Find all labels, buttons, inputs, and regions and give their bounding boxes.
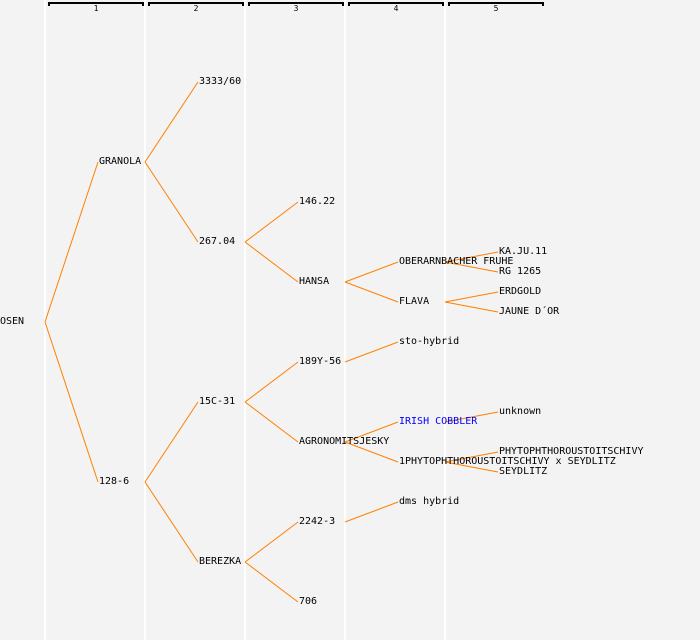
pedigree-link bbox=[144, 481, 199, 563]
pedigree-link bbox=[144, 401, 199, 483]
column-bg-3 bbox=[246, 0, 344, 640]
pedigree-link bbox=[244, 401, 299, 443]
generation-number: 1 bbox=[93, 4, 99, 13]
pedigree-node: 3333/60 bbox=[199, 76, 242, 87]
pedigree-link bbox=[344, 441, 399, 463]
pedigree-link bbox=[44, 161, 99, 323]
generation-number: 4 bbox=[393, 4, 399, 13]
pedigree-node: PHYTOPHTHOROUSTOITSCHIVY bbox=[499, 446, 644, 457]
pedigree-node: 128-6 bbox=[99, 476, 130, 487]
pedigree-node: sto-hybrid bbox=[399, 336, 460, 347]
pedigree-link bbox=[244, 241, 299, 283]
pedigree-link bbox=[444, 251, 499, 263]
pedigree-node: 146.22 bbox=[299, 196, 336, 207]
pedigree-node: JAUNE D´OR bbox=[499, 306, 560, 317]
pedigree-node: GRANOLA bbox=[99, 156, 142, 167]
pedigree-node: 15C-31 bbox=[199, 396, 236, 407]
column-bg-4 bbox=[346, 0, 444, 640]
pedigree-link bbox=[344, 261, 399, 283]
pedigree-link bbox=[344, 341, 399, 363]
pedigree-link bbox=[344, 281, 399, 303]
pedigree-node-link[interactable]: IRISH COBBLER bbox=[399, 416, 478, 427]
pedigree-node: ERDGOLD bbox=[499, 286, 542, 297]
pedigree-link bbox=[244, 561, 299, 603]
pedigree-link bbox=[44, 321, 99, 483]
pedigree-link bbox=[344, 421, 399, 443]
pedigree-node: 267.04 bbox=[199, 236, 236, 247]
generation-number: 2 bbox=[193, 4, 199, 13]
pedigree-link bbox=[444, 461, 499, 473]
generation-header: 3 bbox=[248, 2, 344, 13]
pedigree-link bbox=[244, 201, 299, 243]
pedigree-node: OBERARNBACHER FRUHE bbox=[399, 256, 514, 267]
pedigree-link bbox=[344, 501, 399, 523]
pedigree-link bbox=[144, 161, 199, 243]
pedigree-link bbox=[444, 291, 499, 303]
column-bg-5 bbox=[446, 0, 700, 640]
pedigree-node: AGRONOMITSJESKY bbox=[299, 436, 390, 447]
pedigree-node: SEYDLITZ bbox=[499, 466, 548, 477]
pedigree-link bbox=[244, 521, 299, 563]
generation-header: 4 bbox=[348, 2, 444, 13]
pedigree-link bbox=[144, 81, 199, 163]
pedigree-node: 2242-3 bbox=[299, 516, 336, 527]
pedigree-link bbox=[444, 411, 499, 423]
column-bg-0 bbox=[0, 0, 44, 640]
generation-header: 1 bbox=[48, 2, 144, 13]
pedigree-node: dms hybrid bbox=[399, 496, 460, 507]
generation-number: 5 bbox=[493, 4, 499, 13]
pedigree-node: RG 1265 bbox=[499, 266, 542, 277]
pedigree-node: HANSA bbox=[299, 276, 330, 287]
pedigree-node: 189Y-56 bbox=[299, 356, 342, 367]
pedigree-node: 706 bbox=[299, 596, 318, 607]
column-bg-2 bbox=[146, 0, 244, 640]
pedigree-link bbox=[444, 301, 499, 313]
pedigree-node: KA.JU.11 bbox=[499, 246, 548, 257]
pedigree-link bbox=[444, 261, 499, 273]
pedigree-node: FLAVA bbox=[399, 296, 430, 307]
pedigree-link bbox=[244, 361, 299, 403]
generation-header: 2 bbox=[148, 2, 244, 13]
pedigree-node: unknown bbox=[499, 406, 542, 417]
generation-number: 3 bbox=[293, 4, 299, 13]
pedigree-link bbox=[444, 451, 499, 463]
column-bg-1 bbox=[46, 0, 144, 640]
generation-header: 5 bbox=[448, 2, 544, 13]
pedigree-node: OSEN bbox=[0, 316, 25, 327]
pedigree-node: BEREZKA bbox=[199, 556, 242, 567]
pedigree-node: 1PHYTOPHTHOROUSTOITSCHIVY x SEYDLITZ bbox=[399, 456, 616, 467]
